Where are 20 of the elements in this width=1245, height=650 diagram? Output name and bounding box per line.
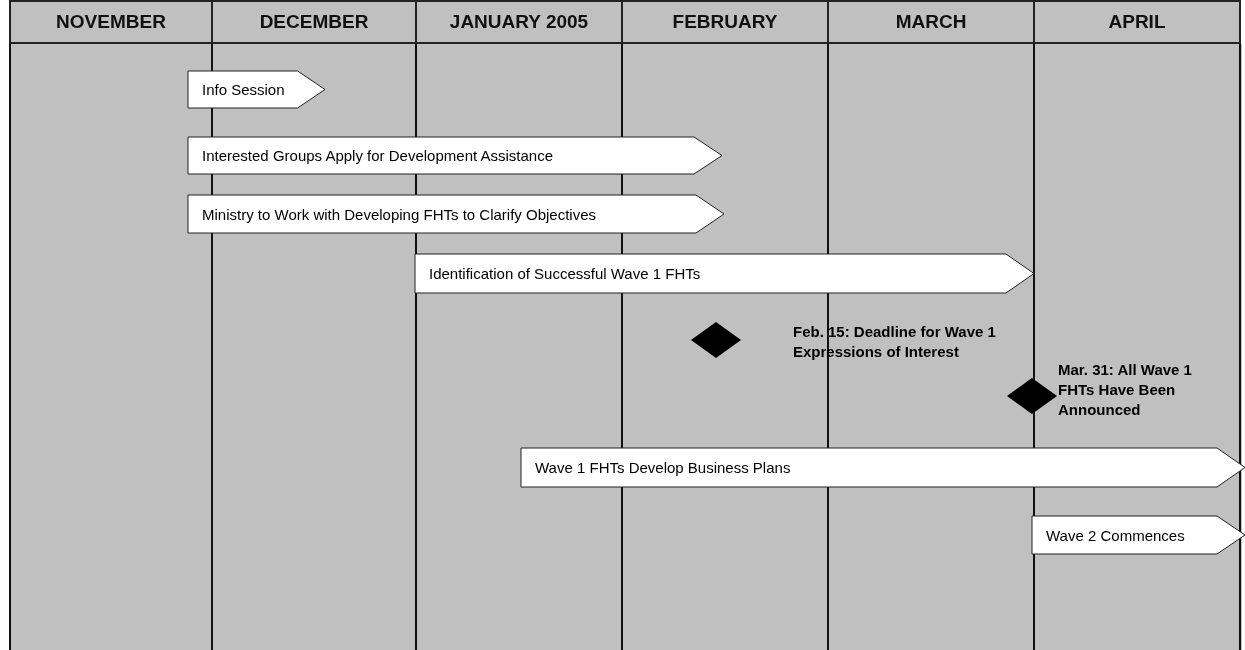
task-label: Ministry to Work with Developing FHTs to Clarify Objectives bbox=[202, 204, 596, 225]
task-bar bbox=[521, 448, 1245, 487]
task-label: Wave 2 Commences bbox=[1046, 525, 1185, 546]
month-header: APRIL bbox=[1033, 0, 1241, 44]
task-label: Interested Groups Apply for Development Assistance bbox=[202, 146, 554, 166]
month-header: FEBRUARY bbox=[621, 0, 829, 44]
task-label: Info Session bbox=[202, 80, 285, 100]
month-header: NOVEMBER bbox=[9, 0, 213, 44]
task-bar bbox=[1032, 516, 1245, 554]
milestone-diamond bbox=[691, 322, 741, 358]
task-label: Identification of Successful Wave 1 FHTs bbox=[429, 264, 701, 284]
month-header: JANUARY 2005 bbox=[415, 0, 623, 44]
month-header: DECEMBER bbox=[211, 0, 417, 44]
milestone-diamond bbox=[1007, 378, 1057, 414]
month-header: MARCH bbox=[827, 0, 1035, 44]
task-bar bbox=[188, 195, 724, 233]
task-bar bbox=[188, 137, 722, 174]
milestone-label: Mar. 31: All Wave 1 FHTs Have Been Announced bbox=[1058, 360, 1193, 420]
task-bar bbox=[415, 254, 1034, 293]
task-label: Wave 1 FHTs Develop Business Plans bbox=[535, 458, 791, 478]
